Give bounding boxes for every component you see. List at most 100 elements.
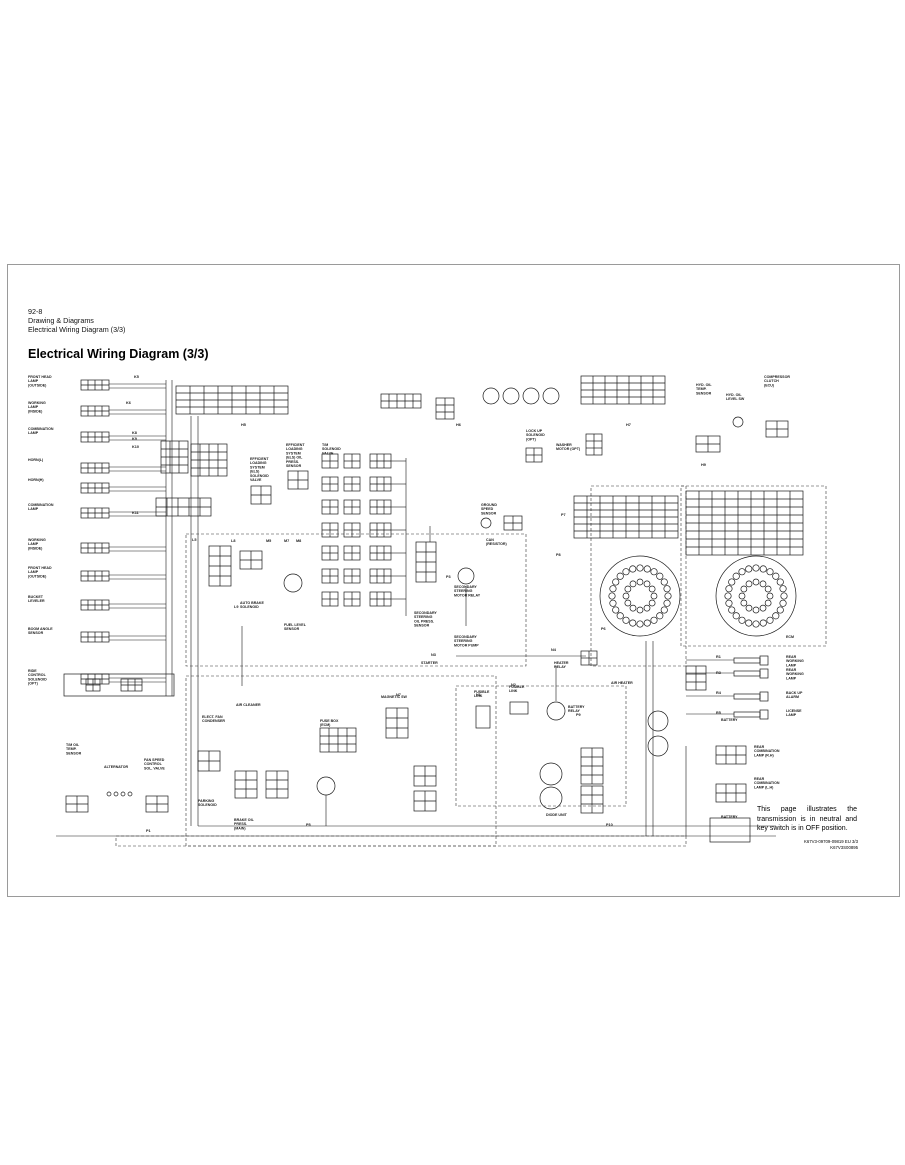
rear-lamp-wire: [733, 670, 761, 677]
ride-control-frame: [63, 673, 175, 697]
diagram-page: [7, 264, 900, 897]
connector-tag: K8: [132, 431, 137, 435]
connector-tag: H6: [456, 423, 461, 427]
connector-tag: K11: [132, 511, 139, 515]
middle-component-label: STARTER: [421, 661, 438, 665]
diagram-note: This page illustrates the transmission i…: [757, 806, 857, 832]
connector-tag: L5: [192, 538, 196, 542]
connector-tag: P7: [561, 513, 566, 517]
connector-tag: P8: [556, 553, 561, 557]
connector-tag: L8: [231, 539, 235, 543]
connector-tag: N2: [511, 683, 516, 687]
middle-component-label: FUSE BOX(ECM): [320, 719, 339, 727]
connector-tag: P6: [601, 627, 606, 631]
rear-lamp-connector: [759, 655, 769, 666]
connector-tag: R5: [716, 711, 721, 715]
connector-tag: K10: [132, 445, 139, 449]
connector-tag: P5: [306, 823, 311, 827]
connector-tag: H7: [626, 423, 631, 427]
fusible-link: [475, 705, 491, 729]
connector-tag: R1: [716, 655, 721, 659]
page-title: Electrical Wiring Diagram (3/3): [28, 347, 209, 361]
drawing-code: K67V3S00895: [830, 844, 858, 850]
middle-component-label: AIR CLEANER: [236, 703, 261, 707]
lower-component-label: ALTERNATOR: [104, 765, 129, 769]
rear-lamp-wire: [733, 711, 761, 718]
connector-tag: L9: [234, 605, 238, 609]
middle-component-label: MAGNETIC SW: [381, 695, 408, 699]
rear-lamp-connector: [759, 691, 769, 702]
connector-tag: M7: [284, 539, 289, 543]
connector-tag: N1: [476, 693, 481, 697]
connector-tag: M5: [266, 539, 271, 543]
connector-tag: P3: [446, 575, 451, 579]
connector-tag: N3: [431, 653, 436, 657]
connector-tag: H9: [701, 463, 706, 467]
right-component-label: BATTERY: [721, 815, 738, 819]
connector-tag: N4: [551, 648, 557, 652]
connector-tag: K5: [134, 375, 139, 379]
rear-lamp-wire: [733, 693, 761, 700]
connector-tag: H5: [241, 423, 246, 427]
connector-tag: N7: [396, 693, 401, 697]
page-number: 92-8: [28, 307, 43, 316]
battery-frame: [709, 817, 751, 843]
drawing-codes: K67V3-09709-09819 EU 3/3 K67V3S00895: [776, 839, 858, 850]
connector-tag: M8: [296, 539, 301, 543]
connector-tag: P9: [576, 713, 581, 717]
drawing-code: K67V3-09709-09819 EU 3/3: [804, 839, 858, 844]
right-component-label: CAN(RESISTOR): [486, 538, 508, 546]
right-component-label: ECM: [786, 635, 794, 639]
connector-tag: K6: [126, 401, 131, 405]
connector-tag: K9: [132, 437, 137, 441]
rear-lamp-connector: [759, 668, 769, 679]
right-component-label: DIODE UNIT: [546, 813, 568, 817]
rear-lamp-connector: [759, 709, 769, 720]
connector-tag: R3: [716, 671, 721, 675]
connector-tag: P10: [606, 823, 613, 827]
connector-tag: P1: [146, 829, 151, 833]
subsection-breadcrumb: Electrical Wiring Diagram (3/3): [28, 325, 126, 334]
left-component-label: HORN(H): [28, 478, 44, 482]
rear-lamp-wire: [733, 657, 761, 664]
right-component-label: BATTERY: [721, 718, 738, 722]
